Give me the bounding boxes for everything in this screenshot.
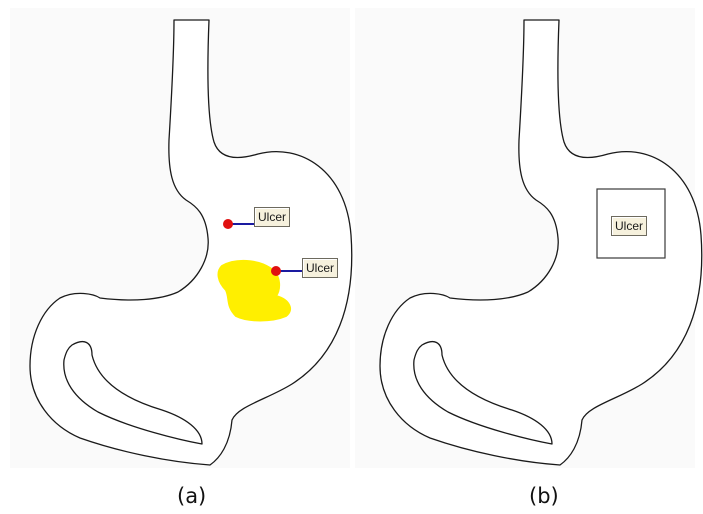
caption-a: (a) — [177, 484, 206, 508]
marker-point-2 — [271, 266, 281, 276]
caption-b: (b) — [529, 484, 559, 508]
panel-a-stomach — [30, 20, 352, 465]
panel-a-stomach-outline — [30, 20, 352, 465]
panel-b-stomach — [380, 20, 702, 465]
marker-point-1 — [223, 219, 233, 229]
ulcer-label-3: Ulcer — [611, 216, 647, 236]
ulcer-label-1: Ulcer — [254, 207, 290, 227]
panel-b-stomach-outline — [380, 20, 702, 465]
ulcer-label-2: Ulcer — [302, 258, 338, 278]
